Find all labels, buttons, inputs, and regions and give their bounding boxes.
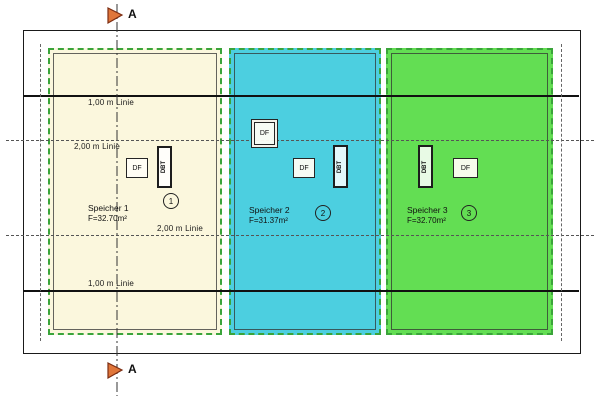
df-label: DF <box>259 130 270 137</box>
room-number-1: 1 <box>168 196 174 206</box>
room-name-1: Speicher 1 <box>88 203 129 213</box>
roof-window-df-double: DF <box>251 119 278 148</box>
roof-window-df: DF <box>453 158 478 178</box>
section-cut-line <box>116 4 118 396</box>
roof-window-df: DF <box>126 158 148 178</box>
hatch-label: DBT <box>337 160 344 173</box>
guide-label-1m-bottom: 1,00 m Linie <box>88 279 134 288</box>
room-area-1: F=32.70m² <box>88 214 127 223</box>
roof-window-df: DF <box>293 158 315 178</box>
room-inner-wall <box>53 53 217 330</box>
room-name-3: Speicher 3 <box>407 205 448 215</box>
roof-edge-left <box>40 44 41 341</box>
roof-edge-right <box>561 44 562 341</box>
room-area-3: F=32.70m² <box>407 216 446 225</box>
building-outline <box>23 30 581 354</box>
room-name-2: Speicher 2 <box>249 205 290 215</box>
section-arrow-bottom-icon <box>107 362 124 380</box>
line-2m-lower <box>6 235 594 236</box>
roof-hatch: DBT <box>333 145 348 188</box>
room-number-2: 2 <box>320 208 326 218</box>
section-label-bottom: A <box>128 362 137 376</box>
guide-label-1m-top: 1,00 m Linie <box>88 98 134 107</box>
section-arrow-top-icon <box>107 7 124 25</box>
room-number-badge-1: 1 <box>163 193 179 209</box>
roof-hatch: DBT <box>157 146 172 188</box>
room-area-2: F=31.37m² <box>249 216 288 225</box>
df-label: DF <box>460 164 471 172</box>
room-inner-wall <box>234 53 376 330</box>
line-1m-bottom <box>23 290 579 292</box>
room-number-3: 3 <box>466 208 472 218</box>
guide-label-2m-upper: 2,00 m Linie <box>74 142 120 151</box>
guide-label-2m-lower: 2,00 m Linie <box>157 224 203 233</box>
room-number-badge-2: 2 <box>315 205 331 221</box>
hatch-label: DBT <box>161 160 168 174</box>
hatch-label: DBT <box>422 160 429 173</box>
line-1m-top <box>23 95 579 97</box>
df-label: DF <box>132 164 142 172</box>
room-number-badge-3: 3 <box>461 205 477 221</box>
section-label-top: A <box>128 7 137 21</box>
roof-hatch: DBT <box>418 145 433 188</box>
line-2m-upper <box>6 140 594 141</box>
df-label: DF <box>299 164 309 172</box>
room-inner-wall <box>391 53 548 330</box>
